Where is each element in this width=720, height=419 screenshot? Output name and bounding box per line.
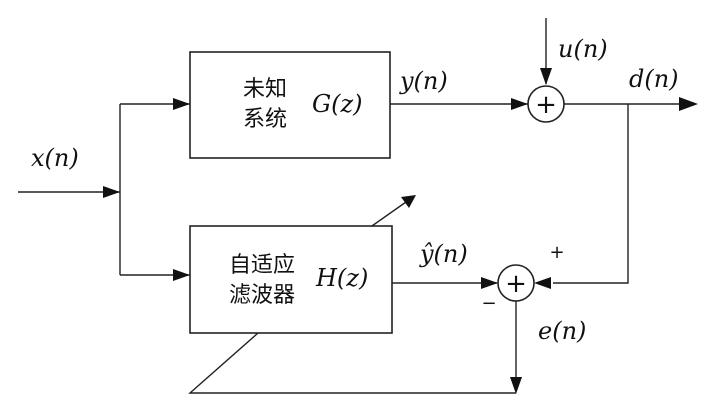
adaptive-filter-block: 自适应 滤波器 H(z) xyxy=(189,225,393,334)
bottom-summing-junction: + + − xyxy=(481,242,564,314)
desired-signal-label: d(n) xyxy=(629,65,679,93)
unknown-system-box xyxy=(189,51,391,159)
unknown-system-block: 未知 系统 G(z) xyxy=(189,51,391,159)
filter-output-label: ŷ(n) xyxy=(419,240,468,268)
bottom-summer-plus: + xyxy=(505,269,527,299)
adaptive-filter-transfer: H(z) xyxy=(315,264,368,292)
unknown-system-label-line2: 系统 xyxy=(243,107,287,132)
adaptive-diagonal-arrowhead xyxy=(401,195,416,208)
top-summer-circle xyxy=(527,85,565,123)
bottom-summer-circle xyxy=(497,264,535,302)
desired-output-arrowhead xyxy=(679,97,698,111)
bottom-summer-plus-sign: + xyxy=(549,242,564,263)
noise-label: u(n) xyxy=(558,35,608,63)
top-summing-junction: + xyxy=(527,85,565,123)
input-arrowhead xyxy=(103,186,120,198)
bottom-summer-right-arrowhead xyxy=(534,277,551,289)
signal-labels: x(n) y(n) u(n) d(n) ŷ(n) e(n) xyxy=(31,35,679,345)
unknown-system-transfer: G(z) xyxy=(312,90,363,118)
top-summer-left-arrowhead xyxy=(511,98,528,110)
bottom-summer-minus-sign: − xyxy=(481,293,496,314)
system-output-label: y(n) xyxy=(399,67,448,95)
adaptation-feedback-wire xyxy=(188,332,516,394)
adaptive-filter-arrowhead xyxy=(173,269,190,281)
adaptive-filter-box xyxy=(189,225,393,334)
input-signal-label: x(n) xyxy=(31,144,79,172)
error-arrowhead xyxy=(510,377,522,394)
arrowheads xyxy=(103,68,698,394)
bottom-summer-left-arrowhead xyxy=(481,277,498,289)
error-signal-label: e(n) xyxy=(538,317,586,345)
desired-feedback-wire xyxy=(553,104,629,284)
unknown-system-arrowhead xyxy=(173,98,190,110)
adaptive-filter-label-line2: 滤波器 xyxy=(229,283,295,308)
adaptive-filter-label-line1: 自适应 xyxy=(229,253,295,278)
top-summer-plus: + xyxy=(535,90,557,120)
unknown-system-label-line1: 未知 xyxy=(243,77,287,102)
noise-arrowhead xyxy=(540,68,552,85)
